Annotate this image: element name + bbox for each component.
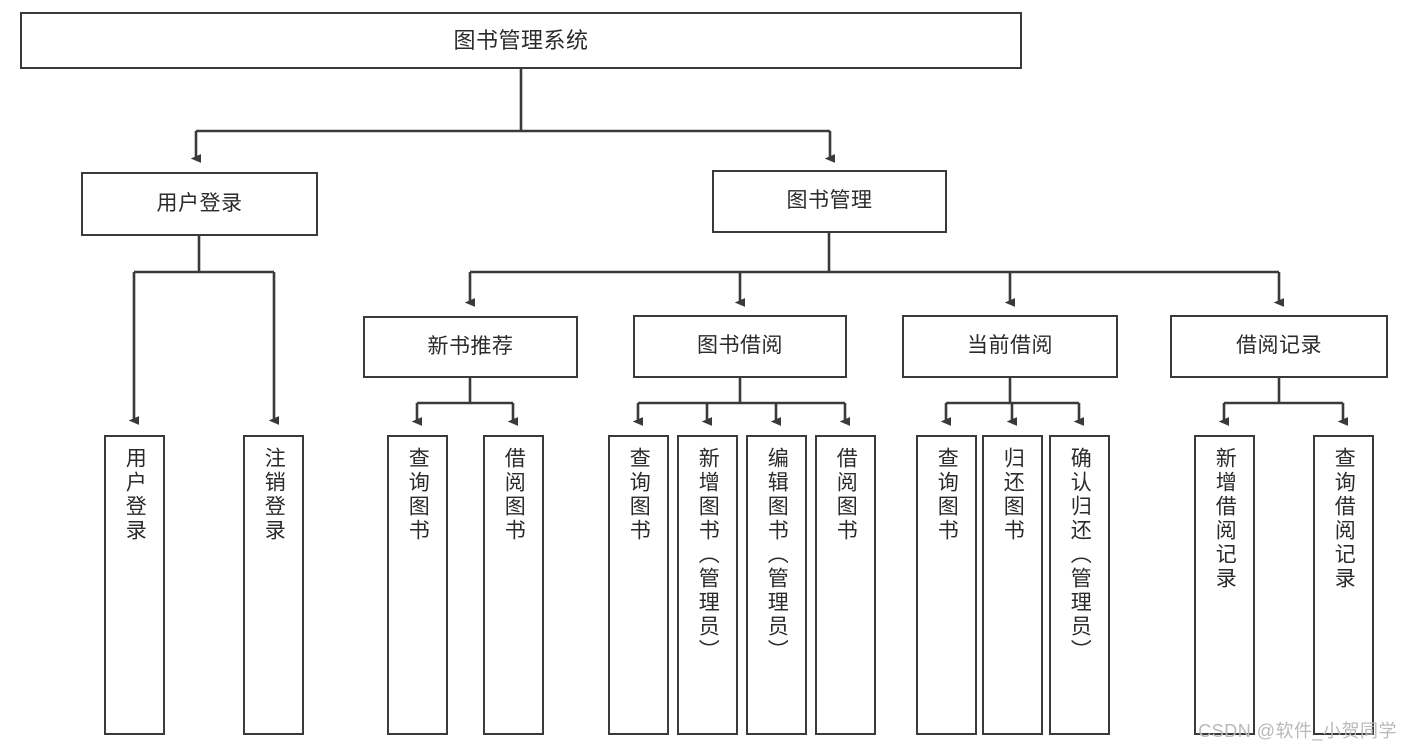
- leaf-add-borrow-record[interactable]: 新增借阅记录: [1194, 435, 1255, 735]
- leaf-return-book[interactable]: 归还图书: [982, 435, 1043, 735]
- leaf-query-book-current[interactable]: 查询图书: [916, 435, 977, 735]
- leaf-add-book-admin[interactable]: 新增图书（管理员）: [677, 435, 738, 735]
- node-label: 借阅记录: [1236, 334, 1322, 358]
- node-label: 图书管理系统: [453, 27, 589, 53]
- leaf-edit-book-admin[interactable]: 编辑图书（管理员）: [746, 435, 807, 735]
- node-label: 查询图书: [406, 447, 430, 543]
- node-label: 用户登录: [123, 447, 147, 543]
- node-label: 编辑图书（管理员）: [765, 447, 789, 663]
- node-label: 新增图书（管理员）: [696, 447, 720, 663]
- node-root-system[interactable]: 图书管理系统: [20, 12, 1022, 69]
- node-label: 新书推荐: [427, 334, 514, 358]
- node-label: 查询图书: [935, 447, 959, 543]
- node-label: 注销登录: [262, 447, 286, 543]
- csdn-watermark: CSDN @软件_小贺同学: [1198, 721, 1397, 741]
- node-label: 用户登录: [156, 191, 243, 215]
- node-label: 当前借阅: [967, 334, 1053, 358]
- node-label: 归还图书: [1001, 447, 1025, 543]
- node-user-login[interactable]: 用户登录: [81, 172, 318, 236]
- node-label: 查询借阅记录: [1332, 447, 1356, 591]
- leaf-user-login[interactable]: 用户登录: [104, 435, 165, 735]
- leaf-query-book-recommend[interactable]: 查询图书: [387, 435, 448, 735]
- node-label: 图书借阅: [697, 334, 783, 358]
- node-label: 确认归还（管理员）: [1068, 447, 1092, 663]
- node-label: 新增借阅记录: [1213, 447, 1237, 591]
- leaf-query-book-borrow[interactable]: 查询图书: [608, 435, 669, 735]
- leaf-confirm-return-admin[interactable]: 确认归还（管理员）: [1049, 435, 1110, 735]
- node-book-manage[interactable]: 图书管理: [712, 170, 947, 233]
- node-current-borrow[interactable]: 当前借阅: [902, 315, 1118, 378]
- node-label: 图书管理: [786, 189, 873, 213]
- leaf-borrow-book[interactable]: 借阅图书: [815, 435, 876, 735]
- node-new-book-recommend[interactable]: 新书推荐: [363, 316, 578, 378]
- leaf-borrow-book-recommend[interactable]: 借阅图书: [483, 435, 544, 735]
- leaf-query-borrow-record[interactable]: 查询借阅记录: [1313, 435, 1374, 735]
- node-label: 借阅图书: [834, 447, 858, 543]
- node-label: 借阅图书: [502, 447, 526, 543]
- node-label: 查询图书: [627, 447, 651, 543]
- node-book-borrow[interactable]: 图书借阅: [633, 315, 847, 378]
- leaf-logout-login[interactable]: 注销登录: [243, 435, 304, 735]
- node-borrow-record[interactable]: 借阅记录: [1170, 315, 1388, 378]
